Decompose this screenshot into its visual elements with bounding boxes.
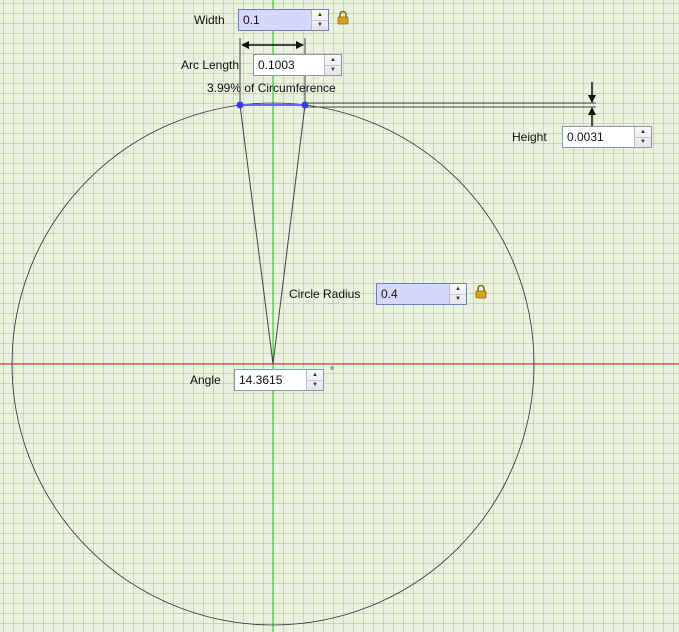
circumference-note: 3.99% of Circumference: [207, 81, 336, 95]
chord-endpoint-left[interactable]: [236, 101, 244, 109]
width-arrowhead-right: [296, 41, 304, 49]
width-label: Width: [194, 13, 225, 27]
angle-decrement-button[interactable]: ▼: [307, 379, 323, 391]
arc-length-decrement-button[interactable]: ▼: [325, 64, 341, 76]
circle-radius-label: Circle Radius: [289, 287, 361, 301]
angle-input[interactable]: [235, 370, 306, 390]
circle-radius-increment-button[interactable]: ▲: [455, 285, 461, 292]
arc-length-label: Arc Length: [181, 58, 240, 72]
height-spinner[interactable]: ▲ ▼: [562, 126, 652, 148]
width-decrement-button[interactable]: ▼: [312, 19, 328, 31]
width-input[interactable]: [239, 10, 311, 30]
width-increment-button[interactable]: ▲: [317, 11, 323, 18]
chord-endpoint-right[interactable]: [301, 101, 309, 109]
circle-radius-decrement-button[interactable]: ▼: [450, 293, 466, 305]
radius-line-left: [239, 104, 274, 365]
arc-length-input[interactable]: [254, 55, 324, 75]
width-arrowhead-left: [241, 41, 249, 49]
circle-radius-lock-icon[interactable]: [474, 284, 488, 299]
angle-spinner[interactable]: ▲ ▼: [234, 369, 324, 391]
arc-length-spinner[interactable]: ▲ ▼: [253, 54, 342, 76]
width-spinner[interactable]: ▲ ▼: [238, 9, 329, 31]
circle: [11, 102, 535, 626]
angle-increment-button[interactable]: ▲: [312, 371, 318, 378]
circle-radius-spinner[interactable]: ▲ ▼: [376, 283, 467, 305]
circle-radius-input[interactable]: [377, 284, 449, 304]
height-arrowhead-top: [588, 95, 596, 103]
height-input[interactable]: [563, 127, 634, 147]
height-arrowhead-bottom: [588, 107, 596, 115]
angle-unit: °: [330, 366, 334, 377]
height-increment-button[interactable]: ▲: [640, 128, 646, 135]
height-label: Height: [512, 130, 547, 144]
width-lock-icon[interactable]: [336, 10, 350, 25]
radius-line-right: [272, 104, 306, 365]
arc-length-increment-button[interactable]: ▲: [330, 56, 336, 63]
height-decrement-button[interactable]: ▼: [635, 136, 651, 148]
angle-label: Angle: [190, 373, 221, 387]
